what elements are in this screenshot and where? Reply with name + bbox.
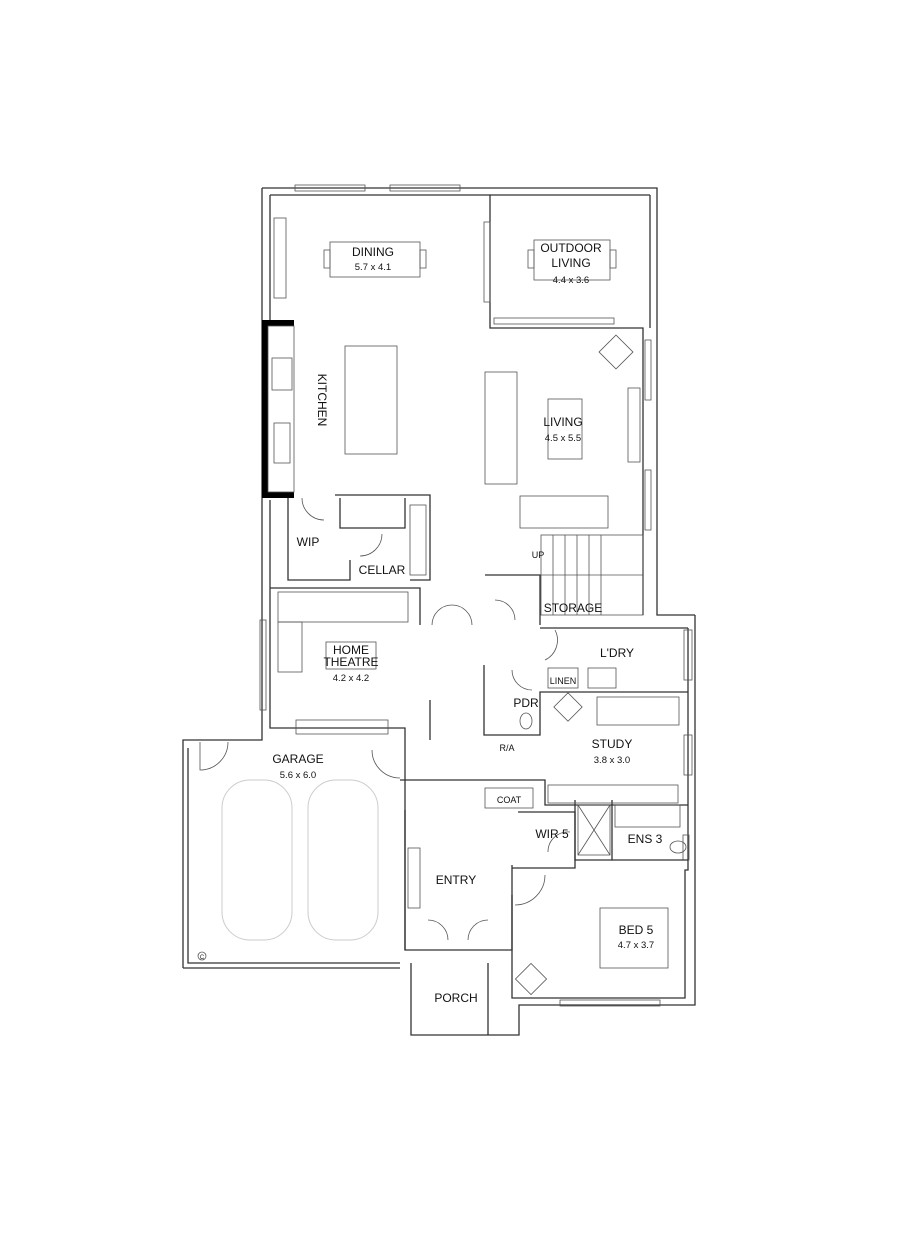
wip-label: WIP: [297, 535, 320, 549]
home-theatre-size: 4.2 x 4.2: [333, 673, 369, 684]
ensuite-label: ENS 3: [628, 832, 663, 846]
study-size: 3.8 x 3.0: [594, 755, 630, 766]
dining-table: [323, 241, 427, 278]
study-label: STUDY: [592, 737, 633, 751]
outdoor-table: [527, 239, 617, 281]
garage-size: 5.6 x 6.0: [280, 770, 316, 781]
ra-label: R/A: [499, 743, 514, 753]
garage-label: GARAGE: [272, 752, 323, 766]
sideboard: [273, 217, 287, 299]
storage-label: STORAGE: [544, 601, 602, 615]
coat-label: COAT: [497, 795, 522, 805]
dining-label: DINING: [352, 245, 394, 259]
linen-label: LINEN: [550, 676, 577, 686]
copyright-label: C: [200, 955, 205, 961]
windows: [259, 184, 693, 1007]
porch-label: PORCH: [434, 991, 477, 1005]
doors: [199, 497, 571, 941]
living-furniture: [484, 334, 641, 529]
dining-size: 5.7 x 4.1: [355, 262, 391, 273]
kitchen-island: [344, 345, 398, 455]
interior-walls: [270, 494, 688, 996]
kitchen-bench: [262, 320, 398, 498]
pdr-label: PDR: [513, 696, 539, 710]
home-theatre-label-1: HOME: [333, 643, 369, 657]
living-label: LIVING: [543, 415, 582, 429]
cellar-label: CELLAR: [359, 563, 406, 577]
toilet-icon: [519, 712, 533, 730]
bed-label: BED 5: [619, 923, 654, 937]
living-size: 4.5 x 5.5: [545, 433, 581, 444]
outdoor-living-size: 4.4 x 3.6: [553, 275, 589, 286]
outdoor-living-label-2: LIVING: [551, 256, 590, 270]
wir-label: WIR 5: [535, 827, 569, 841]
copyright-icon: [197, 951, 207, 961]
laundry-label: L'DRY: [600, 646, 634, 660]
toilet-icon: [669, 840, 687, 854]
entry-label: ENTRY: [436, 873, 476, 887]
sink-icon: [273, 422, 291, 464]
kitchen-label: KITCHEN: [315, 374, 329, 427]
up-label: UP: [532, 550, 545, 560]
bed-size: 4.7 x 3.7: [618, 940, 654, 951]
exterior-walls: [182, 187, 696, 1036]
cooktop-icon: [271, 357, 293, 391]
bed: [599, 907, 669, 969]
cars: [221, 779, 379, 941]
home-theatre-label-2: THEATRE: [323, 655, 378, 669]
outdoor-living-label-1: OUTDOOR: [540, 241, 602, 255]
shower: [577, 804, 611, 856]
stairs: [540, 534, 644, 616]
